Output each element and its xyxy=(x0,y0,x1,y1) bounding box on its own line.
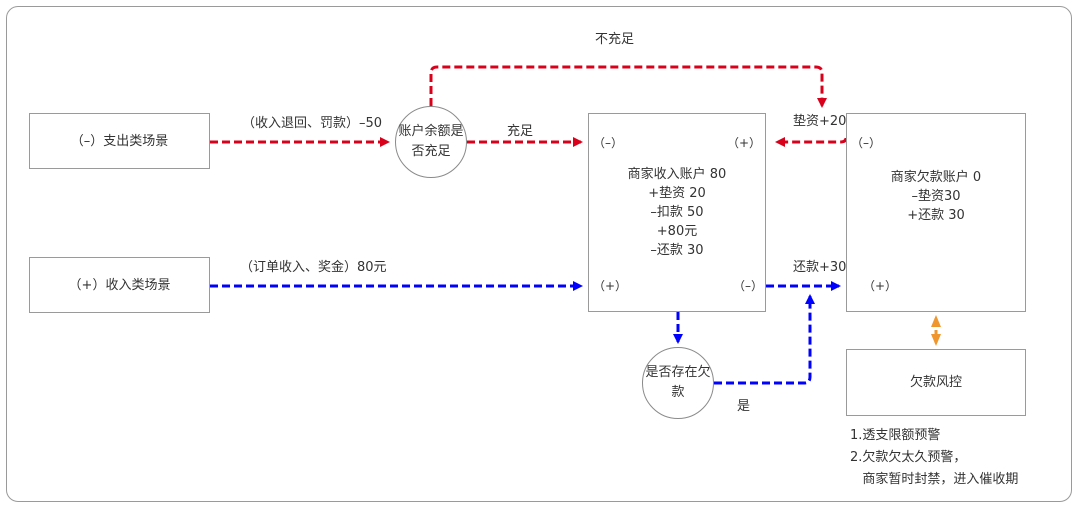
expense-scene-node[interactable]: （–）支出类场景 xyxy=(29,113,210,169)
debt-account-credit-bottom: （+） xyxy=(863,279,898,293)
edge-advance xyxy=(775,137,848,147)
edge-label-sufficient: 充足 xyxy=(507,124,534,139)
diagram-frame xyxy=(6,6,1072,502)
edge-label-yes: 是 xyxy=(737,399,751,414)
edge-label-income: （订单收入、奖金）80元 xyxy=(240,260,387,275)
balance-check-label: 账户余额是否充足 xyxy=(398,124,464,159)
income-scene-node[interactable]: （+）收入类场景 xyxy=(29,257,210,313)
income-account-credit-top: （+） xyxy=(726,136,761,150)
edge-label-advance: 垫资+20 xyxy=(793,114,847,129)
debt-account-debit-top: （–） xyxy=(851,136,882,150)
edge-label-repayment: 还款+30 xyxy=(793,260,847,275)
edge-debt-yes xyxy=(714,294,815,385)
debt-account-node[interactable]: 商家欠款账户 0 –垫资30 +还款 30 （–） （+） xyxy=(846,113,1026,312)
edge-insufficient xyxy=(429,65,827,108)
income-account-node[interactable]: 商家收入账户 80 +垫资 20 –扣款 50 +80元 –还款 30 （–） … xyxy=(588,113,766,312)
income-account-debit-bottom: （–） xyxy=(732,279,763,293)
risk-rules-note: 1.透支限额预警 2.欠款欠太久预警， 商家暂时封禁，进入催收期 xyxy=(850,428,1019,487)
edge-label-insufficient: 不充足 xyxy=(595,32,635,47)
debt-risk-control-node[interactable]: 欠款风控 xyxy=(846,349,1026,416)
income-account-credit-bottom: （+） xyxy=(593,279,628,293)
income-account-details: 商家收入账户 80 +垫资 20 –扣款 50 +80元 –还款 30 xyxy=(627,167,727,258)
edge-label-expense: （收入退回、罚款）–50 xyxy=(242,116,383,131)
debt-account-details: 商家欠款账户 0 –垫资30 +还款 30 xyxy=(890,170,982,223)
debt-check-label: 是否存在欠款 xyxy=(645,365,711,400)
income-scene-label: （+）收入类场景 xyxy=(68,277,171,293)
income-account-debit-top: （–） xyxy=(593,136,624,150)
debt-risk-control-label: 欠款风控 xyxy=(909,375,962,390)
debt-check-node[interactable]: 是否存在欠款 xyxy=(642,347,714,419)
expense-scene-label: （–）支出类场景 xyxy=(70,133,169,149)
balance-check-node[interactable]: 账户余额是否充足 xyxy=(395,106,467,178)
